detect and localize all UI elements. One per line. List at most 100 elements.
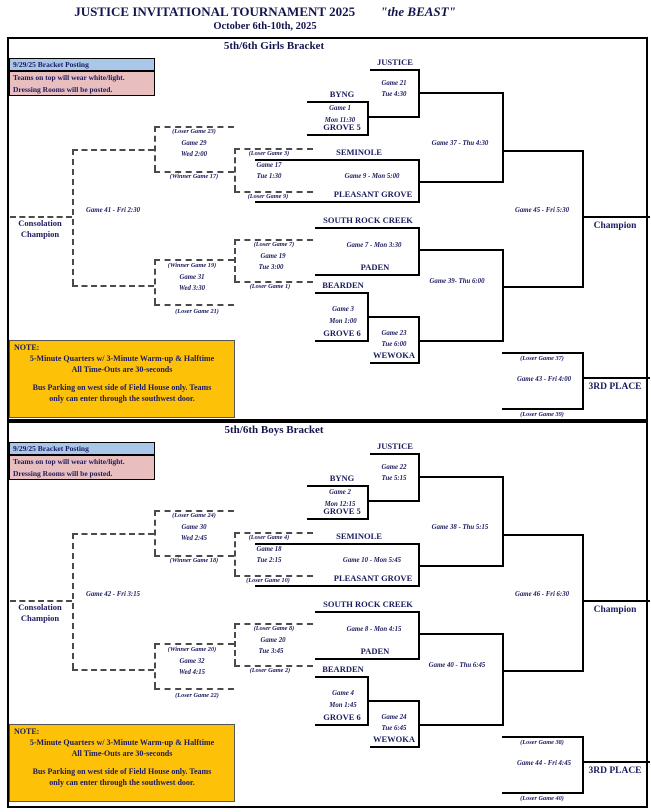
bracket-line [315,724,369,726]
note-line3: Bus Parking on west side of Field House … [32,383,212,393]
bracket-line [502,736,584,738]
team-south-rock-creek: SOUTH ROCK CREEK [323,599,413,609]
bracket-line-dashed [234,191,313,193]
bracket-line [315,658,420,660]
tournament-nickname: "the BEAST" [380,4,456,19]
bracket-posting-text: 9/29/25 Bracket Posting [13,444,89,453]
bracket-line [418,92,504,94]
cons-semi2-game-label: Game 32 [179,658,205,665]
r1-top-game-time: Mon 11:30 [324,117,356,124]
semifinal-top-label: Game 37 - Thu 4:30 [431,140,489,147]
bracket-line-dashed [72,149,154,151]
r1-bottom-game-label: Game 3 [332,306,354,313]
cons-semi2-bottom-source: (Loser Game 21) [175,308,219,315]
bracket-line [418,181,504,183]
bracket-line-dashed [72,285,154,287]
bracket-line-dashed [154,171,234,173]
bracket-line [255,585,420,587]
bracket-line [367,316,420,318]
r1-top-game-label: Game 2 [329,489,351,496]
bracket-line [370,453,420,455]
third-place-bottom-source: (Loser Game 40) [520,795,564,802]
cons-semi1-game-time: Wed 2:00 [180,151,208,158]
cons-mid2-bottom-source: (Loser Game 1) [249,283,291,290]
qf-third-game-label: Game 8 - Mon 4:15 [346,626,402,633]
qf-bottom-game-time: Tue 6:00 [381,341,407,348]
bracket-posting-text: 9/29/25 Bracket Posting [13,60,89,69]
third-place-top-source: (Loser Game 37) [520,355,564,362]
team-pleasant-grove: PLEASANT GROVE [333,189,413,199]
bracket-line [502,670,584,672]
team-grove5: GROVE 5 [323,506,361,516]
qf-bottom-game-label: Game 24 [381,714,407,721]
bracket-line [502,150,584,152]
bracket-line-dashed [234,281,313,283]
cons-semi1-bottom-source: (Winner Game 18) [169,557,219,564]
page-title: JUSTICE INVITATIONAL TOURNAMENT 2025 "th… [0,4,530,20]
bracket-line [418,227,420,276]
bracket-line [307,134,369,136]
semifinal-bottom-label: Game 40 - Thu 6:45 [428,662,486,669]
semifinal-top-label: Game 38 - Thu 5:15 [431,524,489,531]
bracket-line-dashed [72,669,154,671]
qf-bottom-game-label: Game 23 [381,330,407,337]
team-grove6: GROVE 6 [323,328,361,338]
bracket-line-dashed [154,259,234,261]
bracket-line [502,249,504,342]
team-byng: BYNG [329,89,355,99]
note-line4: only can enter through the southwest doo… [49,394,195,404]
bracket-line [582,761,650,763]
consolation-champion-line2: Champion [20,229,60,239]
cons-mid2-game-label: Game 20 [260,637,286,644]
bracket-line [502,92,504,182]
bracket-line-dashed [234,239,236,281]
note-line4: only can enter through the southwest doo… [49,778,195,788]
cons-semi2-top-source: (Winner Game 19) [167,262,217,269]
cons-semi2-game-time: Wed 4:15 [178,669,206,676]
bracket-line [315,611,420,613]
bracket-line-dashed [234,623,236,665]
team-wewoka: WEWOKA [372,734,416,744]
bracket-line [367,101,369,136]
bracket-line-dashed [154,126,156,171]
bracket-line-dashed [72,533,154,535]
bracket-line [255,543,420,545]
qf-top-game-label: Game 21 [381,80,407,87]
cons-semi1-game-time: Wed 2:45 [180,535,208,542]
note-line1: 5-Minute Quarters w/ 3-Minute Warm-up & … [29,353,215,363]
qf-top-game-time: Tue 4:30 [381,91,407,98]
third-place-game-label: Game 44 - Fri 4:45 [517,760,571,767]
tournament-dates: October 6th-10th, 2025 [213,21,317,32]
bracket-title: 5th/6th Girls Bracket [223,40,325,52]
qf-bottom-game-time: Tue 6:45 [381,725,407,732]
bracket-line-dashed [234,148,313,150]
cons-semi1-game-label: Game 30 [181,524,207,531]
cons-semi2-game-label: Game 31 [179,274,205,281]
cons-mid1-top-source: (Loser Game 4) [248,534,290,541]
cons-mid1-game-label: Game 18 [256,546,282,553]
bracket-line [307,101,369,103]
cons-mid1-game-label: Game 17 [256,162,282,169]
cons-semi1-top-source: (Loser Game 24) [172,512,216,519]
r1-bottom-game-label: Game 4 [332,690,354,697]
team-grove5: GROVE 5 [323,122,361,132]
bracket-posting-box: 9/29/25 Bracket Posting [9,58,155,71]
team-paden: PADEN [360,262,390,272]
bracket-line [582,534,584,672]
bracket-line [418,724,504,726]
semifinal-bottom-label: Game 39- Thu 6:00 [429,278,485,285]
bracket-line [367,485,369,520]
tournament-title: JUSTICE INVITATIONAL TOURNAMENT 2025 [74,4,356,19]
team-pleasant-grove: PLEASANT GROVE [333,573,413,583]
bracket-line [367,116,420,118]
champion-label: Champion [593,605,637,615]
bracket-line [307,518,369,520]
bracket-line [502,408,584,410]
bracket-line [418,565,504,567]
consolation-champion-line2: Champion [20,613,60,623]
bracket-line-dashed [234,623,313,625]
bracket-line [315,340,369,342]
qf-second-game-label: Game 9 - Mon 5:00 [344,173,400,180]
bracket-line [418,340,504,342]
team-bearden: BEARDEN [322,664,364,674]
